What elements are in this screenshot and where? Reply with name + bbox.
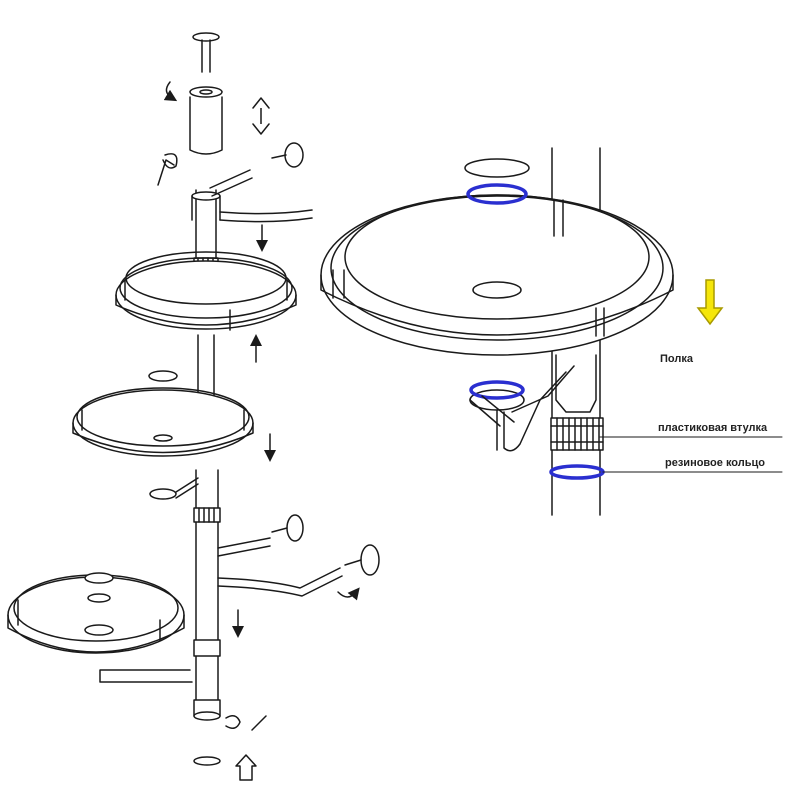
- bracket: [149, 477, 199, 500]
- shelf-label: Полка: [660, 353, 694, 365]
- wall-mount: [217, 544, 380, 597]
- rubber-ring-top: [466, 183, 528, 205]
- shelf-2: [72, 387, 254, 457]
- rotate-arrow-icon: [337, 587, 360, 601]
- detail-shelf: [320, 194, 674, 356]
- plastic-bushing-label: пластиковая втулка: [658, 422, 768, 434]
- down-arrow-icon: [696, 279, 724, 326]
- plastic-bushing: [550, 417, 604, 451]
- rotate-arrow-icon: [163, 81, 178, 102]
- detail-washer: [464, 158, 530, 178]
- rubber-ring-label: резиновое кольцо: [665, 457, 765, 469]
- detail-bracket: [469, 365, 575, 452]
- wall-mount: [271, 142, 304, 168]
- top-cap: [192, 32, 220, 73]
- wall-mount: [217, 514, 304, 557]
- up-arrow-icon: [235, 754, 257, 781]
- detail-view: [320, 147, 783, 516]
- pole-middle: [197, 334, 215, 401]
- shelf-3: [7, 572, 193, 683]
- double-arrow-icon: [252, 97, 270, 135]
- clip: [157, 153, 178, 186]
- top-sleeve: [189, 86, 223, 155]
- bottom-clip: [225, 715, 267, 731]
- detail-sleeve: [555, 354, 597, 413]
- exploded-assembly: [7, 32, 380, 781]
- shelf-1: [115, 251, 297, 331]
- pole-lower: [193, 469, 221, 721]
- end-cap: [193, 756, 221, 766]
- washer: [148, 370, 178, 382]
- rubber-ring: [549, 464, 605, 480]
